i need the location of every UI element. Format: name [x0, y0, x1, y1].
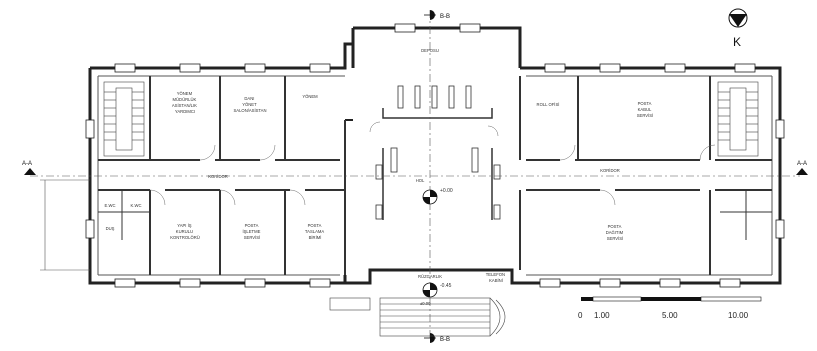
- wc-right-label: K.WC: [131, 203, 142, 208]
- section-label-top: B-B: [440, 14, 450, 20]
- room-5-line-2: İŞLETME: [242, 229, 260, 234]
- svg-text:DANI YÖNET SALON/A: DANI YÖNET SALON/ASİSTAN: [234, 96, 267, 113]
- room-labels: YÖNEM MÜDÜRLÜK ASİSTAN/LIK YARDIMCI DANI…: [105, 48, 654, 283]
- room-6-line-1: POSTA: [308, 223, 322, 228]
- section-label-bottom: B-B: [440, 337, 450, 343]
- room-4-line-2: KURULU: [176, 229, 193, 234]
- interior-walls: [98, 76, 772, 275]
- svg-text:POSTA İŞLETME SERV: POSTA İŞLETME SERVİSİ: [242, 223, 261, 240]
- room-2-line-2: YÖNET: [242, 102, 257, 107]
- section-marker-left: A-A: [22, 161, 36, 175]
- scale-label-1: 1.00: [594, 311, 610, 320]
- room-1-line-4: YARDIMCI: [175, 109, 195, 114]
- room-7-line-1: ROLL OFİSİ: [537, 102, 560, 107]
- room-5-line-1: POSTA: [245, 223, 259, 228]
- svg-text:YÖNEM MÜDÜRLÜK ASİ: YÖNEM MÜDÜRLÜK ASİSTAN/LIK YARDIMCI: [172, 91, 198, 114]
- scale-label-5: 5.00: [662, 311, 678, 320]
- room-5-line-3: SERVİSİ: [244, 235, 260, 240]
- room-2-line-1: DANI: [244, 96, 254, 101]
- room-1-line-3: ASİSTAN/LIK: [172, 103, 197, 108]
- booth-line-2: KABİNİ: [489, 278, 503, 283]
- corridor-left-label: KORİDOR: [208, 174, 228, 179]
- booth-line-1: TELEFON: [486, 272, 505, 277]
- porch-level-text: ±0.00: [420, 301, 431, 306]
- svg-text:POSTA TASLAMA BİRİ: POSTA TASLAMA BİRİMİ: [305, 223, 325, 240]
- svg-text:POSTA DAĞITIM SERV: POSTA DAĞITIM SERVİSİ: [606, 224, 625, 241]
- room-4-line-1: YAPI İŞ: [177, 223, 192, 228]
- corridor-right-label: KORİDOR: [600, 168, 620, 173]
- room-3-line-1: YÖNEM: [302, 94, 318, 99]
- window-marks: [85, 23, 785, 288]
- entrance-label: RÜZGARLIK: [418, 274, 442, 279]
- room-8-line-1: POSTA: [638, 101, 652, 106]
- scale-label-10: 10.00: [728, 311, 749, 320]
- section-lines: [30, 10, 800, 340]
- north-label: K: [733, 35, 741, 49]
- hall-center-label: HOL: [416, 178, 425, 183]
- scale-label-0: 0: [578, 311, 583, 320]
- elevation-text-entry: -0.45: [440, 283, 452, 289]
- hall-columns: [375, 85, 501, 220]
- top-hall-label: DEPOSU: [421, 48, 439, 53]
- room-6-line-2: TASLAMA: [305, 229, 324, 234]
- entrance-steps: [329, 297, 506, 337]
- section-label-left: A-A: [22, 161, 32, 167]
- elevation-text-center: +0.00: [440, 188, 453, 194]
- room-2-line-3: SALON/ASİSTAN: [234, 108, 267, 113]
- north-arrow: K: [728, 8, 748, 49]
- room-8-line-2: KABUL: [638, 107, 652, 112]
- elevation-marker-entry: -0.45 ±0.00: [420, 282, 452, 306]
- room-9-line-1: POSTA: [608, 224, 622, 229]
- svg-text:YAPI İŞ KURULU KON: YAPI İŞ KURULU KONTROLÖRÜ: [170, 223, 200, 240]
- room-1-line-1: YÖNEM: [177, 91, 193, 96]
- svg-text:POSTA KABUL SERVİS: POSTA KABUL SERVİSİ: [637, 101, 653, 118]
- section-marker-top: B-B: [424, 10, 450, 20]
- room-8-line-3: SERVİSİ: [637, 113, 653, 118]
- svg-text:TELEFON KABİNİ: TELEFON KABİNİ: [486, 272, 506, 283]
- section-marker-right: A-A: [796, 161, 808, 175]
- room-4-line-3: KONTROLÖRÜ: [170, 235, 200, 240]
- room-6-line-3: BİRİMİ: [309, 235, 322, 240]
- stair-left: [103, 81, 145, 157]
- scale-bar: 0 1.00 5.00 10.00: [578, 296, 762, 320]
- left-dimension-line: [40, 179, 90, 271]
- elevation-marker-center: +0.00: [422, 188, 453, 205]
- room-9-line-3: SERVİSİ: [607, 236, 623, 241]
- room-9-line-2: DAĞITIM: [606, 230, 624, 235]
- room-1-line-2: MÜDÜRLÜK: [173, 97, 197, 102]
- door-swings: [149, 121, 716, 206]
- stair-right: [717, 81, 759, 157]
- section-label-right: A-A: [797, 161, 807, 167]
- wc-left-label: E.WC: [105, 203, 116, 208]
- wc-small-label: DUŞ: [106, 226, 115, 231]
- section-marker-bottom: B-B: [424, 333, 450, 343]
